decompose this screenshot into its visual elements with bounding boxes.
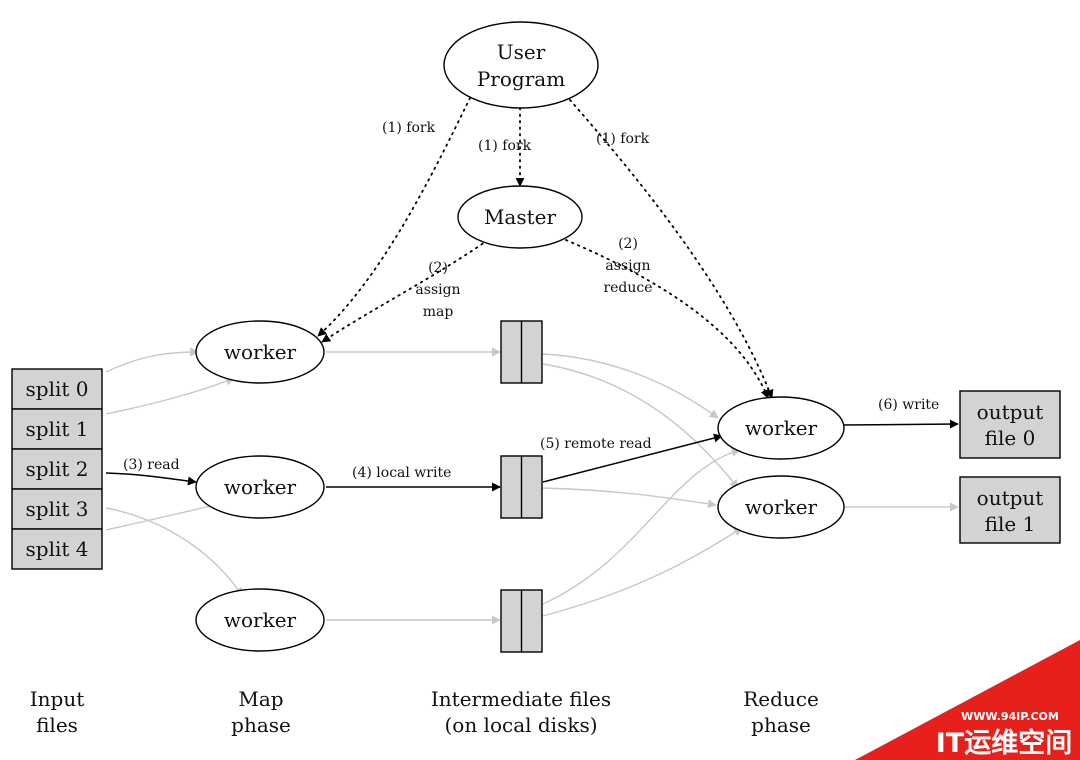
edge-file1-to-reducer1 [542,353,719,419]
edge-split1-to-worker1 [105,376,235,415]
label-assign-reduce-2: assign [605,258,650,274]
phase-intermediate-line2: (on local disks) [444,713,597,737]
split-4-label: split 4 [26,537,89,561]
watermark: WWW.94IP.COM IT运维空间 [855,640,1080,760]
intermediate-file-2 [500,455,543,519]
phase-captions: Input files Map phase Intermediate files… [30,687,819,737]
watermark-name: IT运维空间 [936,727,1072,759]
map-worker-1-label: worker [224,340,297,364]
edge-file2-to-reducer2 [542,487,717,509]
label-fork-center: (1) fork [478,138,532,154]
reduce-worker-2: worker [717,475,845,539]
output-file-0: output file 0 [959,390,1061,459]
split-4: split 4 [11,528,103,570]
map-worker-3-label: worker [224,608,297,632]
label-assign-reduce-1: (2) [618,236,638,252]
label-read: (3) read [123,457,180,473]
user-program-line2: Program [477,67,565,91]
phase-map-line2: phase [231,713,291,737]
phase-input-line1: Input [30,687,85,711]
input-files: split 0 split 1 split 2 split 3 split 4 [11,368,103,570]
phase-reduce-line1: Reduce [743,687,819,711]
edge-read [105,472,197,486]
user-program-line1: User [497,40,546,64]
intermediate-file-1 [500,320,543,384]
output-file-1-line1: output [977,486,1044,510]
map-worker-1: worker [195,320,325,384]
split-2: split 2 [11,448,103,490]
intermediate-file-3 [500,589,543,653]
control-edges [317,97,774,399]
label-assign-map-1: (2) [428,260,448,276]
edge-file1-to-reducer2 [542,363,739,489]
edge-fork-to-reduce-worker [569,99,774,399]
faint-edges [105,347,959,625]
reduce-worker-1-label: worker [745,416,818,440]
split-1-label: split 1 [26,417,89,441]
label-assign-reduce-3: reduce [603,280,652,296]
map-worker-2-label: worker [224,475,297,499]
master-node: Master [457,185,583,249]
watermark-url: WWW.94IP.COM [961,710,1059,723]
label-fork-right: (1) fork [596,131,650,147]
label-remote-read: (5) remote read [540,436,652,452]
edge-assign-reduce [565,239,770,399]
reduce-worker-2-label: worker [745,495,818,519]
phase-reduce-line2: phase [751,713,811,737]
phase-map-line1: Map [238,687,283,711]
output-file-0-line2: file 0 [985,426,1036,450]
user-program-node: User Program [443,21,599,109]
edge-file3-to-reducer1 [542,447,741,605]
split-3-label: split 3 [26,497,89,521]
edge-file3-to-reducer2 [542,527,743,617]
output-file-1-line2: file 1 [985,512,1036,536]
label-write: (6) write [878,397,939,413]
map-worker-3: worker [195,588,325,652]
split-1: split 1 [11,408,103,450]
output-file-1: output file 1 [959,476,1061,544]
edge-assign-map [321,239,489,343]
map-worker-2: worker [195,455,325,519]
phase-input-line2: files [36,713,78,737]
data-edges [105,419,959,492]
output-file-0-line1: output [977,400,1044,424]
edge-write [842,419,959,429]
label-assign-map-2: assign [415,282,460,298]
phase-intermediate-line1: Intermediate files [431,687,611,711]
split-0-label: split 0 [26,377,89,401]
edge-split0-to-worker1 [105,347,199,373]
edge-split3-to-worker3 [105,507,243,597]
edge-labels: (1) fork (1) fork (1) fork (2) assign ma… [123,120,939,481]
split-0: split 0 [11,368,103,410]
watermark-triangle [855,640,1080,760]
reduce-worker-1: worker [717,396,845,460]
master-label: Master [484,205,557,229]
label-assign-map-3: map [423,304,454,320]
label-fork-left: (1) fork [382,120,436,136]
split-2-label: split 2 [26,457,89,481]
label-local-write: (4) local write [352,465,451,481]
edge-remote-read [542,433,723,483]
split-3: split 3 [11,488,103,530]
